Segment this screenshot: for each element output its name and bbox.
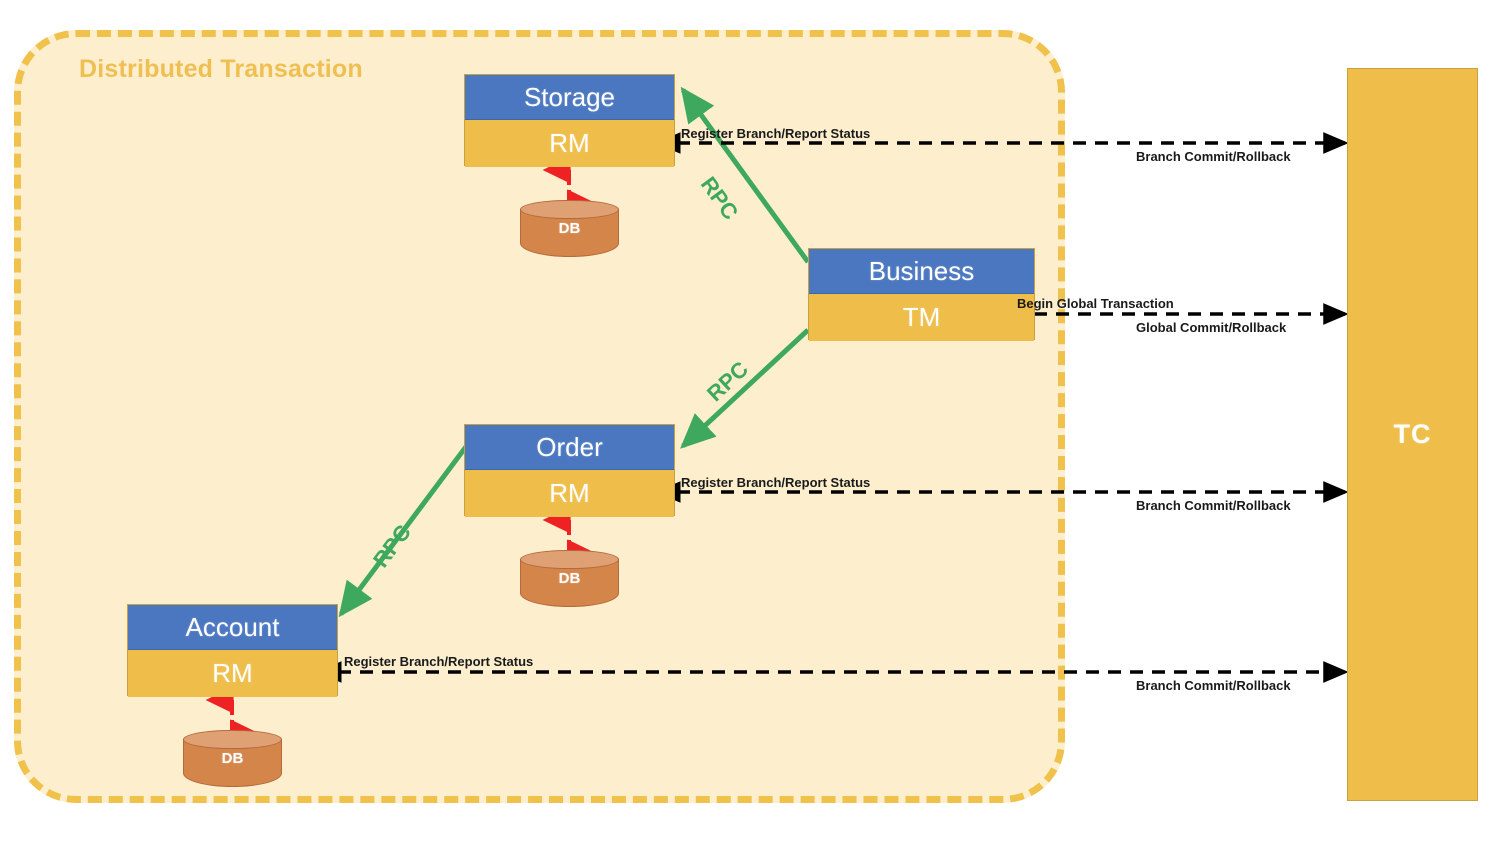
flow-label-order-commit: Branch Commit/Rollback: [1136, 498, 1291, 513]
distributed-transaction-title: Distributed Transaction: [79, 55, 363, 83]
service-node-account-role: RM: [128, 650, 337, 697]
database-cylinder-storage: DB: [520, 200, 619, 264]
rpc-edge-business-order: [680, 328, 810, 449]
database-label: DB: [221, 750, 244, 767]
flow-label-account-commit: Branch Commit/Rollback: [1136, 678, 1291, 693]
transaction-coordinator-panel[interactable]: TC: [1347, 68, 1478, 801]
database-cylinder-top: [520, 550, 619, 569]
service-node-account-title: Account: [128, 605, 337, 650]
database-cylinder-order: DB: [520, 550, 619, 614]
flow-label-business-commit: Global Commit/Rollback: [1136, 320, 1287, 335]
service-node-storage-title: Storage: [465, 75, 674, 120]
flow-label-order-register: Register Branch/Report Status: [681, 475, 871, 490]
service-node-order[interactable]: Order RM: [464, 424, 675, 517]
service-node-business-title: Business: [809, 249, 1034, 294]
flow-label-storage-register: Register Branch/Report Status: [681, 126, 871, 141]
service-node-order-role: RM: [465, 470, 674, 517]
service-node-storage-role: RM: [465, 120, 674, 167]
service-node-account[interactable]: Account RM: [127, 604, 338, 697]
service-node-business-role: TM: [809, 294, 1034, 341]
database-label: DB: [558, 570, 581, 587]
database-label: DB: [558, 220, 581, 237]
rpc-edge-order-account: [338, 442, 471, 618]
flow-label-business-begin: Begin Global Transaction: [1017, 296, 1174, 311]
service-node-storage[interactable]: Storage RM: [464, 74, 675, 167]
flow-label-storage-commit: Branch Commit/Rollback: [1136, 149, 1291, 164]
transaction-coordinator-label: TC: [1393, 419, 1432, 449]
service-node-business[interactable]: Business TM: [808, 248, 1035, 341]
database-cylinder-account: DB: [183, 730, 282, 794]
service-node-order-title: Order: [465, 425, 674, 470]
database-cylinder-top: [183, 730, 282, 749]
database-cylinder-top: [520, 200, 619, 219]
flow-label-account-register: Register Branch/Report Status: [344, 654, 534, 669]
rpc-edge-business-storage: [680, 86, 811, 264]
